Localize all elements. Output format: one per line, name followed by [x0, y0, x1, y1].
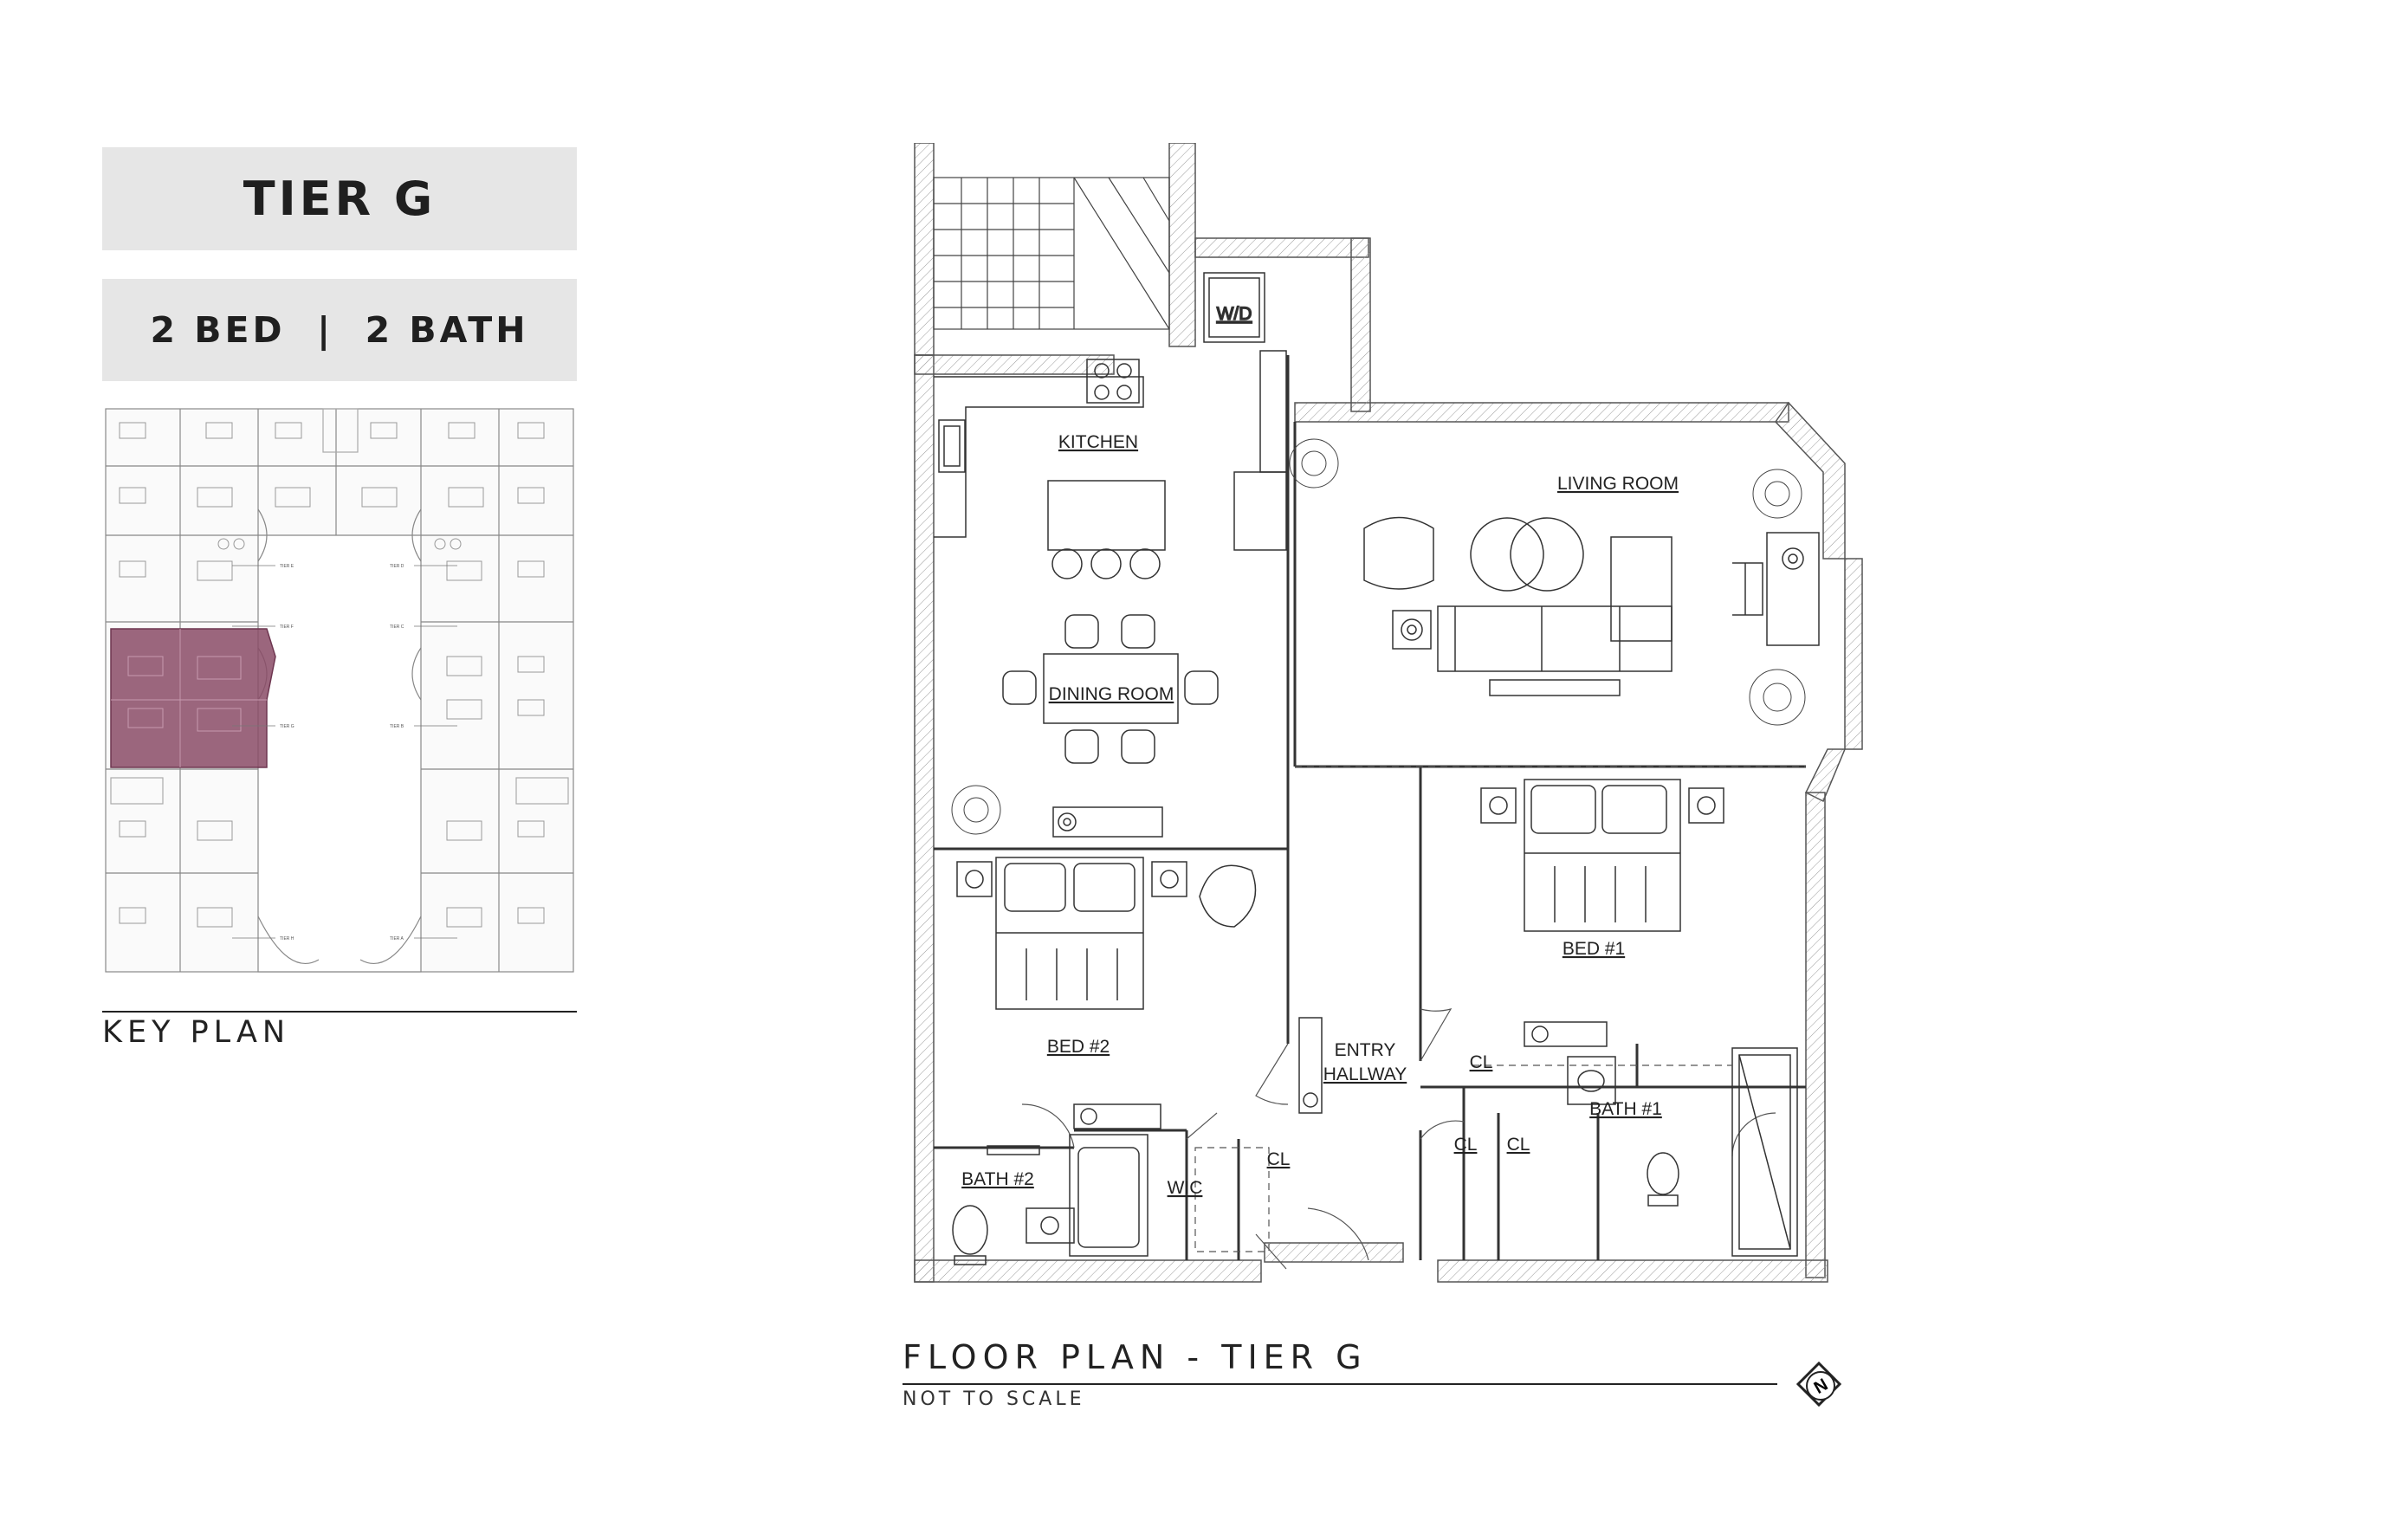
bath-1-label: BATH #1 — [1589, 1099, 1662, 1119]
closet-label-1: CL — [1267, 1149, 1291, 1169]
scale-note: NOT TO SCALE — [903, 1388, 1085, 1410]
floor-plan-diagram: W/D — [914, 143, 1863, 1283]
dining-room-label: DINING ROOM — [1049, 684, 1174, 704]
living-room-label: LIVING ROOM — [1557, 474, 1679, 494]
tier-g-highlight — [110, 628, 276, 768]
kitchen-label: KITCHEN — [1058, 432, 1138, 452]
key-plan-rule — [102, 1011, 577, 1013]
floor-plan-rule — [903, 1383, 1777, 1385]
tier-c-tag: TIER C — [390, 624, 404, 630]
closet-label-3: CL — [1454, 1135, 1478, 1155]
tier-a-tag: TIER A — [390, 936, 404, 941]
tier-d-tag: TIER D — [390, 564, 404, 569]
wd-label: W/D — [1217, 304, 1252, 324]
hallway-label: HALLWAY — [1323, 1064, 1407, 1084]
closet-label-2: CL — [1470, 1052, 1493, 1072]
key-plan-label: KEY PLAN — [102, 1015, 291, 1050]
tier-g-tag: TIER G — [280, 724, 294, 729]
bed-2-label: BED #2 — [1047, 1037, 1110, 1057]
entry-label: ENTRY — [1335, 1040, 1396, 1060]
tier-title-box: TIER G — [102, 147, 577, 250]
bed-bath-box: 2 BED | 2 BATH — [102, 279, 577, 381]
north-arrow-icon: N — [1796, 1361, 1842, 1407]
closet-label-4: CL — [1507, 1135, 1530, 1155]
tier-b-tag: TIER B — [390, 724, 404, 729]
bath-2-label: BATH #2 — [961, 1169, 1034, 1189]
tier-f-tag: TIER F — [280, 624, 294, 630]
key-plan-diagram: TIER E TIER F TIER C TIER G TIER B TIER … — [105, 408, 574, 973]
wic-label: WIC — [1168, 1178, 1203, 1198]
tier-e-tag: TIER E — [280, 564, 294, 569]
tier-h-tag: TIER H — [280, 936, 294, 941]
floor-plan-title: FLOOR PLAN - TIER G — [903, 1338, 1368, 1376]
bed-bath-label: 2 BED | 2 BATH — [150, 309, 529, 351]
tier-title: TIER G — [243, 171, 437, 226]
bed-1-label: BED #1 — [1563, 939, 1625, 959]
